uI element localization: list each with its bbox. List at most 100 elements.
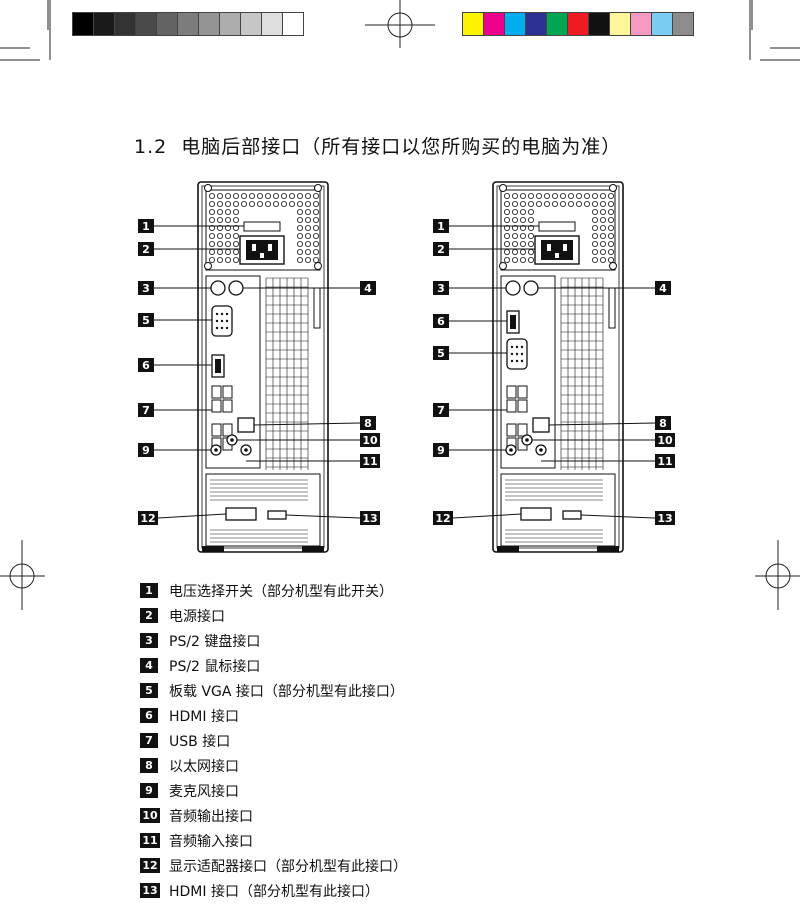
vent-hole <box>552 192 559 199</box>
callout-badge <box>360 281 376 295</box>
usb-port <box>211 399 222 413</box>
case-foot <box>597 546 619 552</box>
usb-port <box>517 399 528 413</box>
vent-hole <box>312 225 319 232</box>
psu-panel <box>205 189 321 271</box>
vent-hole <box>257 200 264 207</box>
io-panel <box>500 275 556 469</box>
callout-number: 9 <box>142 444 150 457</box>
vent-hole <box>209 208 216 215</box>
legend-number-badge: 7 <box>140 733 158 748</box>
vga-pin <box>225 319 229 323</box>
vent-hole <box>591 249 598 256</box>
usb-port <box>211 385 222 399</box>
callout-number: 8 <box>364 417 372 430</box>
vent-hole <box>272 200 279 207</box>
case-foot <box>202 546 224 552</box>
vent-hole <box>304 192 311 199</box>
vent-hole <box>583 200 590 207</box>
vent-hole <box>304 257 311 264</box>
callout-leader-line <box>285 514 361 519</box>
vent-hole <box>528 225 535 232</box>
vga-pin <box>215 319 219 323</box>
vent-hole <box>296 192 303 199</box>
vent-hole <box>528 241 535 248</box>
psu-panel <box>500 189 616 271</box>
callout-number: 4 <box>659 282 667 295</box>
callout-badge <box>433 219 449 233</box>
vent-hole <box>225 225 232 232</box>
vent-hole <box>209 217 216 224</box>
ethernet-port <box>237 417 255 433</box>
callout-badge <box>655 433 675 447</box>
vent-hole <box>233 233 240 240</box>
vent-hole <box>264 192 271 199</box>
legend-label: 音频输出接口 <box>169 808 253 825</box>
vent-hole <box>504 200 511 207</box>
callout-badge <box>360 433 380 447</box>
callout-badge <box>433 242 449 256</box>
callout-number: 4 <box>364 282 372 295</box>
vent-hole <box>217 208 224 215</box>
vent-hole <box>599 233 606 240</box>
screw <box>204 262 212 270</box>
power-pin <box>260 253 264 258</box>
audio-jack-center <box>525 438 529 442</box>
legend-number-badge: 12 <box>140 858 160 873</box>
vent-hole <box>217 225 224 232</box>
screw <box>499 262 507 270</box>
vent-hole <box>504 257 511 264</box>
power-pin <box>555 253 559 258</box>
vent-hole <box>304 241 311 248</box>
vent-hole <box>280 200 287 207</box>
audio-jack-center <box>244 448 248 452</box>
usb-port <box>506 385 517 399</box>
vent-hole <box>241 200 248 207</box>
callout-number: 11 <box>657 455 672 468</box>
usb-port <box>517 385 528 399</box>
vga-pin <box>520 345 524 349</box>
callout-badge <box>655 416 671 430</box>
vent-hole <box>575 192 582 199</box>
io-panel <box>205 275 261 469</box>
vga-pin <box>225 326 229 330</box>
screw <box>499 184 507 192</box>
vent-hole <box>591 217 598 224</box>
vent-hole <box>536 192 543 199</box>
case-inner-outline <box>201 185 325 549</box>
callout-badge <box>433 443 449 457</box>
ps2-mouse-port <box>228 280 244 296</box>
voltage-switch <box>243 221 281 232</box>
section-number: 1.2 <box>134 136 168 158</box>
vent-hole <box>225 208 232 215</box>
vent-hole <box>528 200 535 207</box>
vent-hole <box>559 192 566 199</box>
ps2-mouse-port <box>523 280 539 296</box>
legend-number-badge: 5 <box>140 683 158 698</box>
hdmi-port-inner <box>510 315 516 329</box>
vent-hole <box>528 192 535 199</box>
legend-number-badge: 8 <box>140 758 158 773</box>
legend-label: HDMI 接口 <box>169 708 239 725</box>
vent-hole <box>520 225 527 232</box>
callout-number: 13 <box>362 512 377 525</box>
vent-hole <box>552 200 559 207</box>
legend-number-badge: 11 <box>140 833 160 848</box>
vent-hole <box>512 233 519 240</box>
vent-hole <box>520 241 527 248</box>
vent-hole <box>607 200 614 207</box>
callout-number: 13 <box>657 512 672 525</box>
vent-hole <box>233 241 240 248</box>
vent-hole <box>512 200 519 207</box>
vent-hole <box>217 241 224 248</box>
vent-hole <box>304 217 311 224</box>
callout-number: 9 <box>437 444 445 457</box>
vga-pin <box>215 326 219 330</box>
vent-hole <box>607 241 614 248</box>
